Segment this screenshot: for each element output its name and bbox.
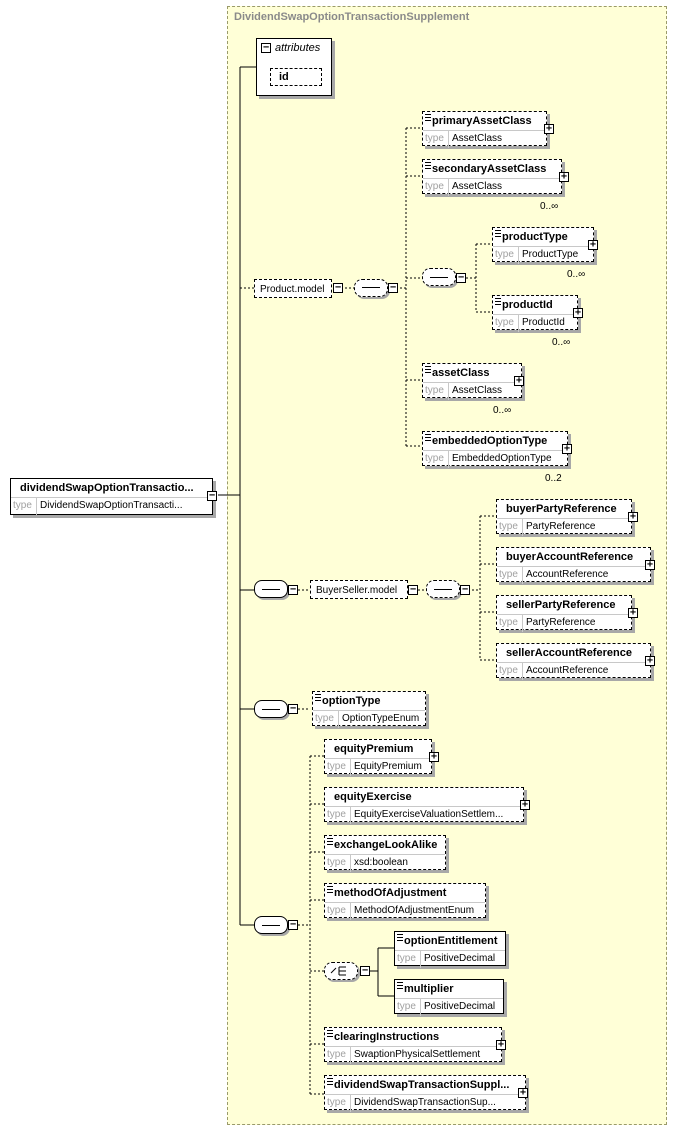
attributes-label: attributes: [275, 42, 321, 54]
collapse-toggle[interactable]: −: [288, 919, 298, 930]
expand-toggle[interactable]: +: [429, 751, 439, 762]
expand-toggle[interactable]: +: [628, 511, 638, 522]
multiplicity: 0..∞: [567, 269, 586, 280]
choice-icon: [330, 966, 346, 976]
sequence-icon: [262, 709, 280, 710]
expand-toggle[interactable]: +: [645, 655, 655, 666]
sequence-icon: [262, 589, 280, 590]
sequence-icon: [430, 277, 448, 278]
collapse-toggle[interactable]: −: [207, 490, 217, 501]
expand-toggle[interactable]: +: [645, 559, 655, 570]
expand-toggle[interactable]: +: [496, 1039, 506, 1050]
multiplicity: 0..2: [545, 473, 562, 484]
multiplicity: 0..∞: [540, 201, 559, 212]
expand-toggle[interactable]: +: [588, 239, 598, 250]
sequence-icon: [362, 287, 380, 288]
expand-toggle[interactable]: +: [544, 123, 554, 134]
multiplicity: 0..∞: [552, 337, 571, 348]
expand-toggle[interactable]: +: [573, 307, 583, 318]
collapse-toggle[interactable]: −: [288, 703, 298, 714]
collapse-toggle[interactable]: −: [388, 282, 398, 293]
collapse-toggle[interactable]: −: [261, 42, 271, 53]
expand-toggle[interactable]: +: [520, 799, 530, 810]
multiplicity: 0..∞: [493, 405, 512, 416]
sequence-icon: [434, 589, 452, 590]
complex-type-title: DividendSwapOptionTransactionSupplement: [234, 11, 470, 23]
product-model-group[interactable]: Product.model: [254, 279, 332, 298]
sequence-icon: [262, 925, 280, 926]
buyer-seller-model-group[interactable]: BuyerSeller.model: [310, 580, 408, 599]
expand-toggle[interactable]: +: [562, 443, 572, 454]
collapse-toggle[interactable]: −: [288, 584, 298, 595]
collapse-toggle[interactable]: −: [408, 584, 418, 595]
sequence-compositor[interactable]: [354, 279, 388, 297]
attribute-id[interactable]: id: [270, 68, 322, 86]
expand-toggle[interactable]: +: [559, 171, 569, 182]
collapse-toggle[interactable]: −: [456, 272, 466, 283]
expand-toggle[interactable]: +: [518, 1087, 528, 1098]
collapse-toggle[interactable]: −: [360, 965, 370, 976]
attributes-box: − attributes id: [256, 38, 332, 96]
expand-toggle[interactable]: +: [514, 375, 524, 386]
collapse-toggle[interactable]: −: [460, 584, 470, 595]
collapse-toggle[interactable]: −: [333, 282, 343, 293]
expand-toggle[interactable]: +: [628, 607, 638, 618]
